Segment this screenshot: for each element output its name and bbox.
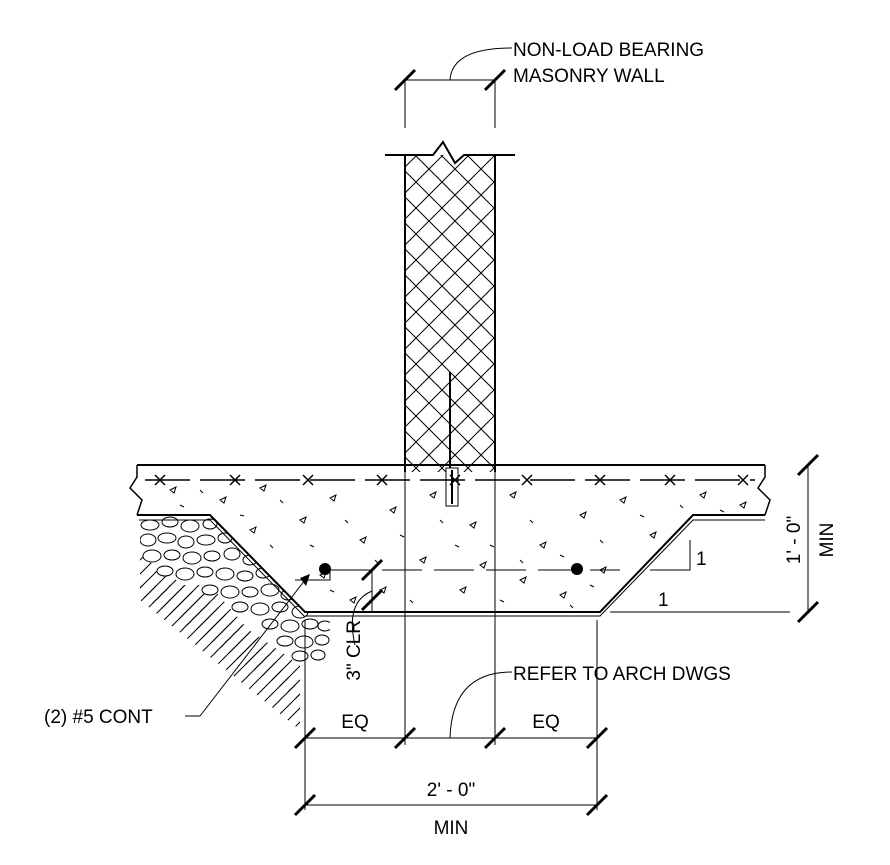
slope-rise-label: 1	[696, 549, 707, 570]
eq-left-label: EQ	[341, 712, 368, 733]
clearance-dimension	[295, 558, 384, 646]
rebar-right	[571, 563, 583, 575]
clearance-label: 3" CLR	[344, 620, 365, 681]
bottom-dimensions	[293, 472, 609, 817]
slope-run-label: 1	[658, 590, 669, 611]
eq-right-label: EQ	[532, 712, 559, 733]
width-dim-label: 2' - 0"	[427, 780, 475, 801]
slope-indicator	[610, 540, 790, 613]
concrete-footing	[129, 464, 771, 618]
width-min-label: MIN	[434, 818, 469, 839]
wall-width-dimension	[393, 47, 513, 128]
height-dimension	[796, 453, 820, 624]
masonry-wall	[385, 140, 515, 507]
height-dim-label: 1' - 0"	[784, 516, 805, 564]
height-min-label: MIN	[817, 523, 838, 558]
rebar-label: (2) #5 CONT	[44, 707, 153, 728]
gravel-fill	[140, 516, 330, 662]
rebar-leader	[185, 574, 310, 717]
earth-fill	[140, 555, 300, 730]
rebar-left	[319, 563, 331, 575]
wall-label-line2: MASONRY WALL	[513, 66, 665, 87]
arch-ref-label: REFER TO ARCH DWGS	[513, 664, 731, 685]
rebar-cross-marks	[154, 474, 749, 486]
wall-label-line1: NON-LOAD BEARING	[513, 40, 704, 61]
